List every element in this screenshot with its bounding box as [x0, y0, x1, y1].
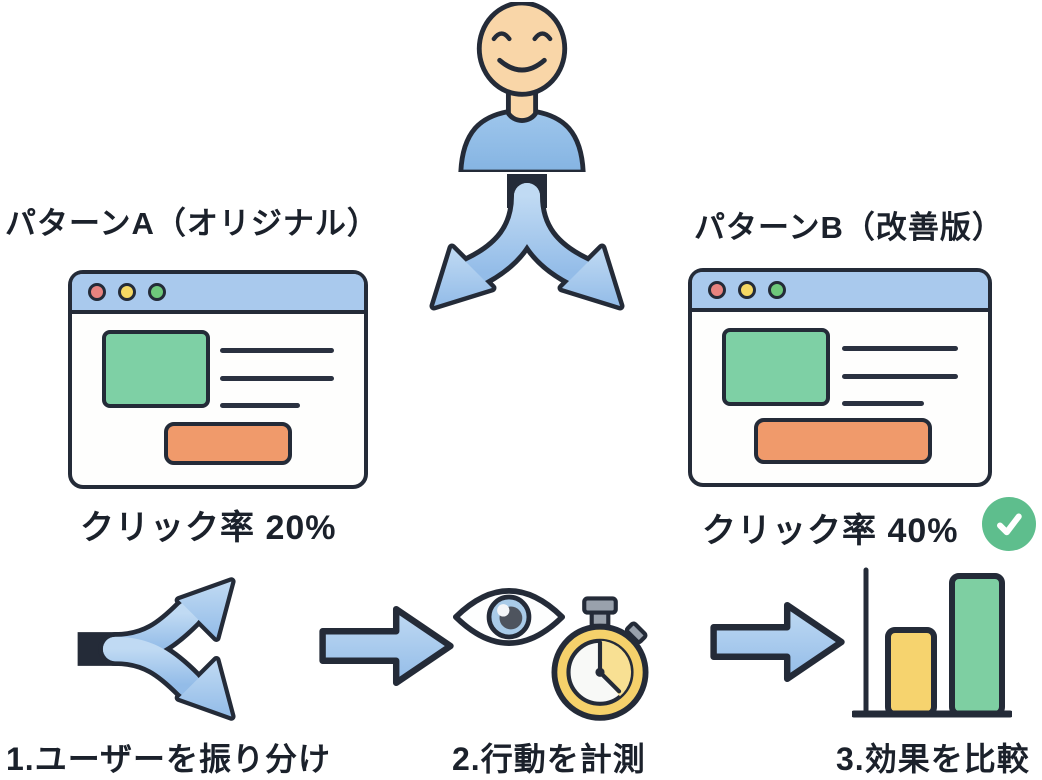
user-icon: [458, 2, 586, 172]
split-right-arrow-icon: [77, 577, 236, 721]
hero-image-placeholder: [102, 330, 210, 408]
right-arrow-icon: [319, 605, 454, 687]
variant-a-rate: クリック率 20%: [80, 509, 337, 547]
text-line: [220, 376, 334, 381]
variant-a-label: パターンA（オリジナル）: [5, 206, 379, 241]
close-dot-icon: [88, 283, 106, 301]
maximize-dot-icon: [768, 281, 786, 299]
browser-b-titlebar: [692, 272, 988, 312]
right-arrow-icon: [710, 601, 845, 683]
browser-window-b: [688, 268, 992, 487]
step-2-label: 2.行動を計測: [452, 741, 646, 777]
text-line: [220, 403, 300, 408]
step-3-label: 3.効果を比較: [836, 741, 1030, 777]
bar-chart-icon: [852, 567, 1012, 718]
step-1-label: 1.ユーザーを振り分け: [6, 741, 332, 777]
check-icon: [982, 497, 1036, 551]
close-dot-icon: [708, 281, 726, 299]
split-down-arrow-icon: [429, 174, 625, 311]
browser-window-a: [68, 270, 368, 489]
maximize-dot-icon: [148, 283, 166, 301]
eye-icon: [452, 588, 566, 646]
cta-button-a: [164, 422, 292, 465]
variant-b-rate: クリック率 40%: [702, 512, 959, 550]
text-line: [842, 374, 958, 379]
minimize-dot-icon: [118, 283, 136, 301]
text-line: [220, 348, 334, 353]
minimize-dot-icon: [738, 281, 756, 299]
hero-image-placeholder: [722, 328, 830, 406]
browser-a-titlebar: [72, 274, 364, 314]
text-line: [842, 401, 924, 406]
text-line: [842, 346, 958, 351]
variant-b-label: パターンB（改善版）: [694, 210, 1004, 245]
stopwatch-icon: [551, 596, 649, 721]
cta-button-b: [754, 418, 932, 464]
